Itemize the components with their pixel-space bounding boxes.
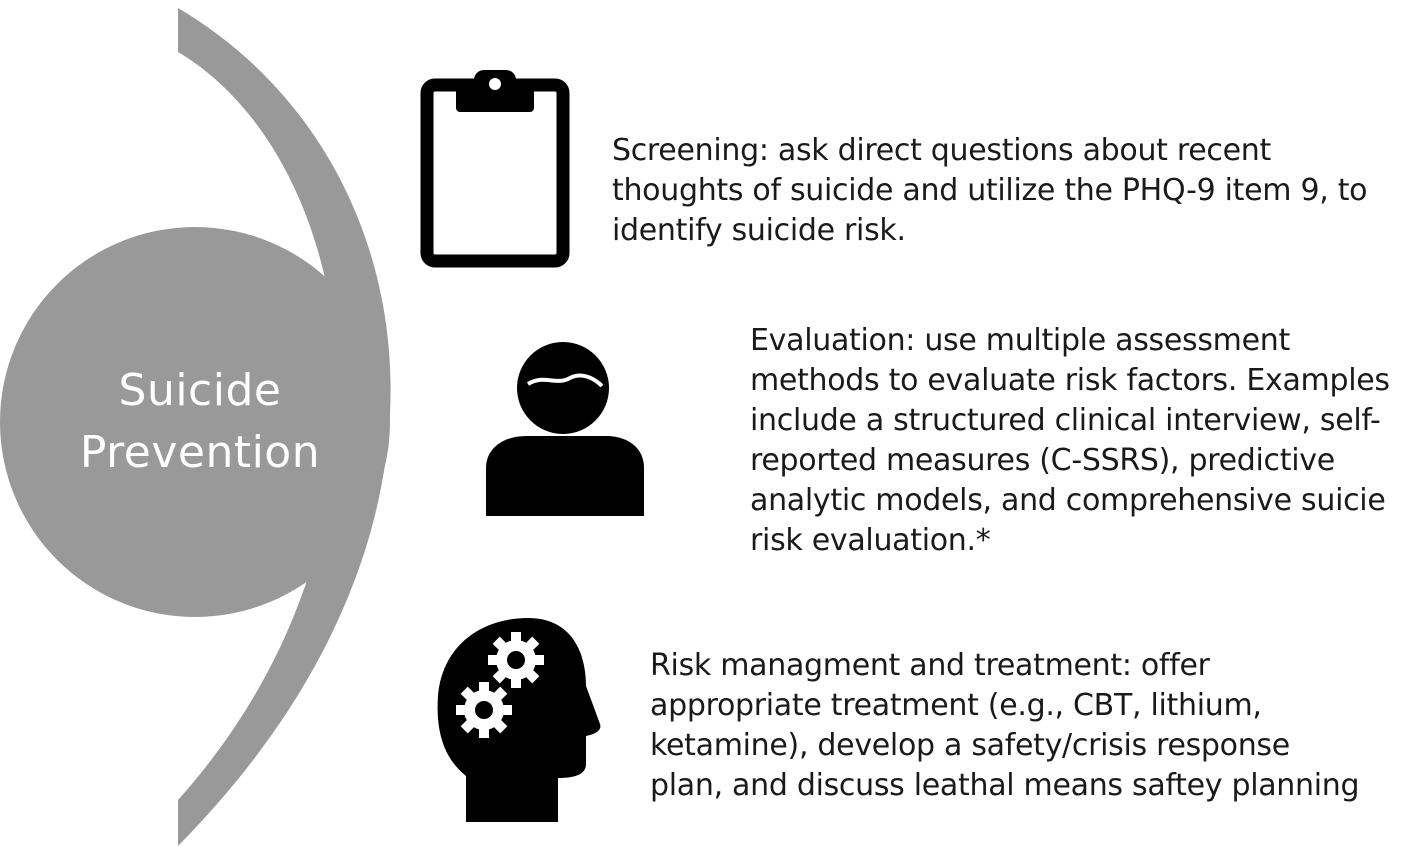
step-evaluation-text: Evaluation: use multiple assessment meth… (750, 323, 1390, 558)
connector-arc-2 (448, 389, 460, 463)
step-screening-text: Screening: ask direct questions about re… (612, 133, 1368, 248)
head-gears-icon (437, 618, 601, 822)
outer-arc (178, 8, 391, 846)
step-risk-management-text: Risk managment and treatment: offer appr… (650, 648, 1360, 803)
center-title-line1: Suicide (118, 365, 282, 416)
center-title: Suicide Prevention (10, 360, 390, 484)
center-title-line2: Prevention (79, 427, 321, 478)
clipboard-icon (420, 70, 570, 268)
center-circle (0, 227, 390, 617)
person-icon (486, 342, 644, 516)
